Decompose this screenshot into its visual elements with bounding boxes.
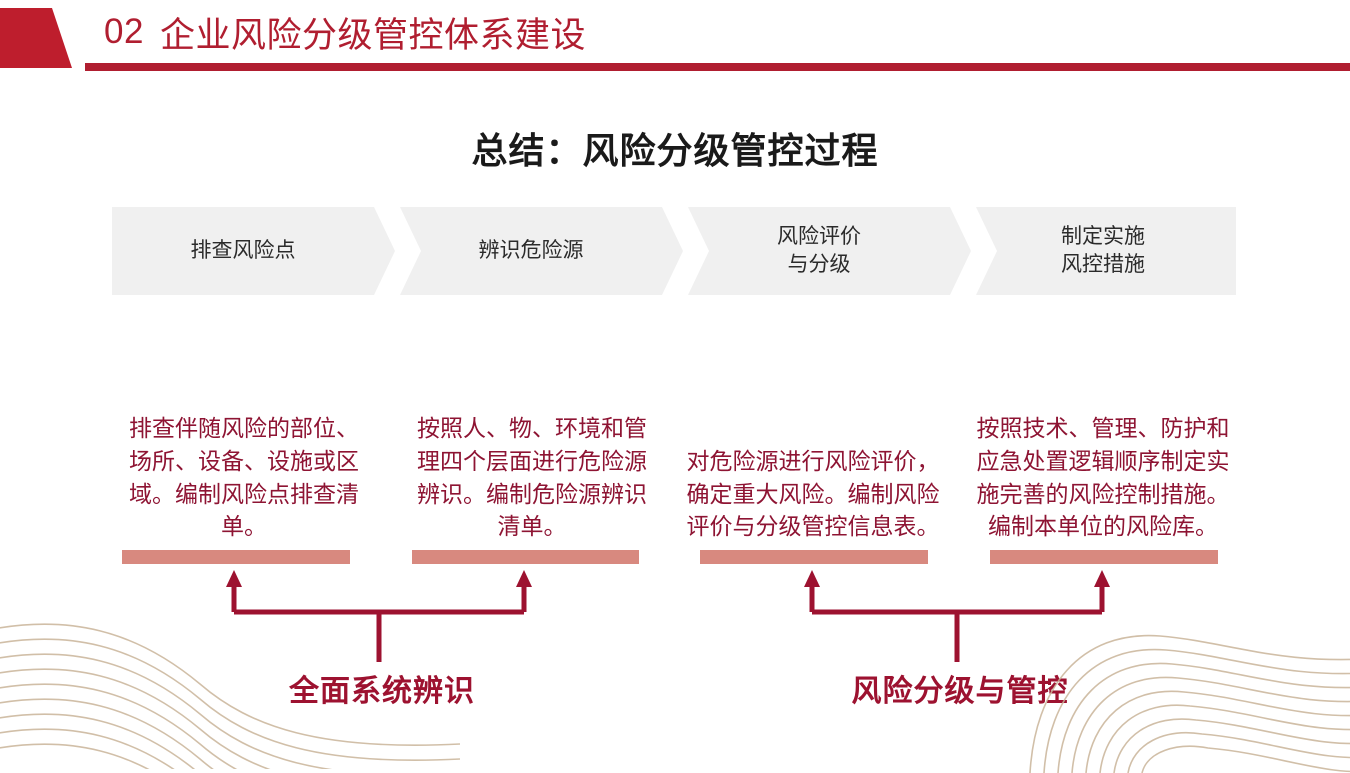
chevron-label-line: 排查风险点 (190, 238, 296, 262)
arrow-up-icon (804, 570, 820, 587)
process-step-chevron-3[interactable]: 风险评价 与分级 (688, 207, 971, 295)
step-description-3: 对危险源进行风险评价，确定重大风险。编制风险评价与分级管控信息表。 (686, 448, 940, 540)
group-label-left: 全面系统辨识 (289, 675, 475, 708)
header-underline-bar (85, 63, 1350, 71)
header-section-title: 企业风险分级管控体系建设 (159, 15, 586, 55)
group-connector-bracket-left (226, 570, 532, 662)
chevron-label-line: 辨识危险源 (478, 238, 584, 262)
group-label-right: 风险分级与管控 (851, 675, 1069, 708)
step-description-1: 排查伴随风险的部位、场所、设备、设施或区域。编制风险点排查清单。 (129, 415, 359, 540)
process-step-chevron-2[interactable]: 辨识危险源 (400, 207, 683, 295)
group-connector-bracket-right (804, 570, 1110, 662)
page-title: 总结：风险分级管控过程 (471, 130, 879, 171)
header-title-group: 02 企业风险分级管控体系建设 (104, 4, 586, 60)
process-step-chevron-1[interactable]: 排查风险点 (112, 207, 395, 295)
header-section-number: 02 (104, 12, 144, 51)
process-chevron-row: 排查风险点 辨识危险源 风险评价 与分级 制定实施 风控措施 (112, 207, 1236, 295)
header-accent-trapezoid-icon (0, 8, 72, 68)
process-step-chevron-4[interactable]: 制定实施 风控措施 (976, 207, 1236, 295)
chevron-label-line: 制定实施 (1061, 224, 1145, 248)
slide-header: 02 企业风险分级管控体系建设 (0, 0, 1350, 80)
step-underline-bar-3 (700, 550, 928, 564)
step-description-2: 按照人、物、环境和管理四个层面进行危险源辨识。编制危险源辨识清单。 (417, 415, 647, 540)
chevron-label-line: 与分级 (787, 253, 851, 276)
chevron-label-line: 风险评价 (777, 224, 861, 248)
step-description-4: 按照技术、管理、防护和应急处置逻辑顺序制定实施完善的风险控制措施。编制本单位的风… (976, 415, 1230, 540)
arrow-up-icon (1094, 570, 1110, 587)
step-underline-bar-4 (990, 550, 1218, 564)
arrow-up-icon (226, 570, 242, 587)
process-description-columns: 排查伴随风险的部位、场所、设备、设施或区域。编制风险点排查清单。 按照人、物、环… (112, 338, 1236, 543)
arrow-up-icon (516, 570, 532, 587)
step-underline-bar-2 (412, 550, 639, 564)
step-underline-bar-1 (122, 550, 350, 564)
chevron-label-line: 风控措施 (1061, 253, 1145, 276)
